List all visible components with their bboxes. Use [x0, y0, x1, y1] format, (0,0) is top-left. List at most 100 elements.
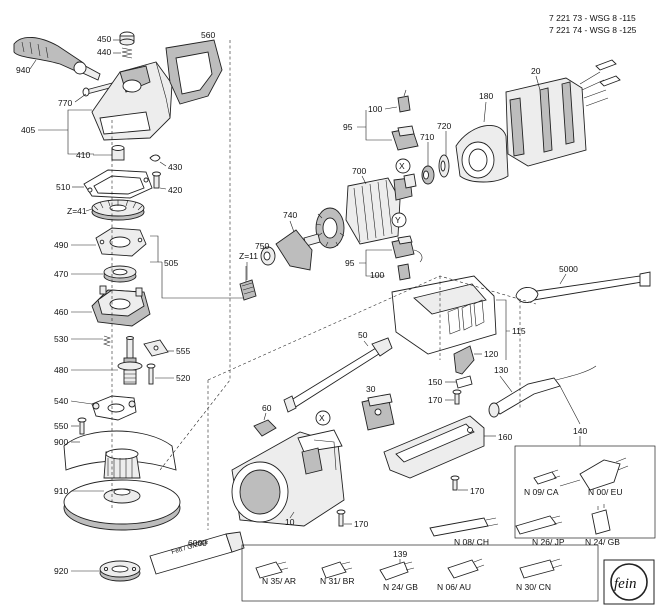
model-line-1: 7 221 73 - WSG 8 -115	[549, 13, 636, 23]
label-y-top: Y	[395, 215, 401, 225]
pin-420	[152, 171, 161, 189]
spring-530	[103, 335, 111, 347]
label-555: 555	[176, 346, 190, 356]
plug-gb-lower	[379, 561, 415, 581]
label-470: 470	[54, 269, 68, 279]
clamp-nut-920	[99, 560, 141, 582]
spanner-wrench-5000	[515, 271, 651, 303]
switch-lever-120	[453, 345, 475, 375]
fein-logo: fein	[603, 559, 655, 605]
label-490: 490	[54, 240, 68, 250]
label-420: 420	[168, 185, 182, 195]
label-6000: 6000	[188, 538, 207, 548]
label-410: 410	[76, 150, 90, 160]
screw-550	[77, 417, 87, 435]
label-505: 505	[164, 258, 178, 268]
plug-cn	[519, 558, 563, 579]
switch-30	[361, 393, 395, 431]
air-guide-180	[455, 125, 509, 183]
label-115: 115	[512, 326, 526, 336]
label-700: 700	[352, 166, 366, 176]
plug-ca	[533, 469, 561, 485]
plug-label-au: N 06/ AU	[437, 582, 471, 592]
label-z41: Z=41	[67, 206, 87, 216]
bearing-750	[260, 246, 276, 266]
gear-housing-405	[91, 61, 173, 141]
label-720: 720	[437, 121, 451, 131]
plug-jp	[515, 515, 563, 535]
screw-170-middle	[450, 475, 460, 491]
plug-label-ar: N 35/ AR	[262, 576, 296, 586]
brush-holder-95-lower	[391, 235, 423, 263]
x-marker-top	[395, 158, 411, 174]
label-160: 160	[498, 432, 512, 442]
label-750: 750	[255, 241, 269, 251]
label-10: 10	[285, 517, 295, 527]
plug-label-jp: N 26/ JP	[532, 537, 565, 547]
label-550: 550	[54, 421, 68, 431]
plug-label-br: N 31/ BR	[320, 576, 355, 586]
label-100-lower: 100	[370, 270, 384, 280]
label-30: 30	[366, 384, 376, 394]
label-170-top: 170	[428, 395, 442, 405]
screw-170-top	[452, 389, 462, 405]
y-marker-top	[391, 212, 407, 228]
pinion-z11	[239, 279, 257, 301]
bearing-410	[111, 145, 125, 161]
plug-box-upper	[514, 445, 656, 539]
spring-clip-150	[455, 375, 473, 389]
label-120: 120	[484, 349, 498, 359]
plug-label-gb-lower: N 24/ GB	[383, 582, 418, 592]
lock-button-450	[119, 31, 135, 46]
brush-holder-95-top	[391, 125, 419, 151]
label-150: 150	[428, 377, 442, 387]
label-710: 710	[420, 132, 434, 142]
label-20: 20	[531, 66, 541, 76]
spindle-lock-555	[143, 339, 169, 357]
clip-430	[149, 154, 161, 162]
clamping-lever-540	[91, 395, 137, 421]
label-510: 510	[56, 182, 70, 192]
motor-housing-10	[231, 429, 345, 527]
label-910: 910	[54, 486, 68, 496]
label-940: 940	[16, 65, 30, 75]
baffle-740	[275, 229, 313, 271]
plug-label-ch: N 08/ CH	[454, 537, 489, 547]
switch-button-60	[253, 419, 277, 437]
plug-eu	[559, 457, 629, 491]
wheel-guard-900	[63, 430, 177, 479]
ring-720	[438, 154, 450, 178]
ball-bearing-470	[103, 265, 137, 283]
label-430: 430	[168, 162, 182, 172]
bearing-flange-460	[91, 285, 151, 327]
switch-rod-50	[283, 337, 393, 413]
plug-gb-upper	[591, 504, 611, 535]
plug-label-cn: N 30/ CN	[516, 582, 551, 592]
grinding-disc-910	[63, 479, 181, 531]
label-520: 520	[176, 373, 190, 383]
label-170-bottom: 170	[354, 519, 368, 529]
label-95-lower: 95	[345, 258, 355, 268]
label-170-middle: 170	[470, 486, 484, 496]
label-450: 450	[97, 34, 111, 44]
label-60: 60	[262, 403, 272, 413]
label-440: 440	[97, 47, 111, 57]
plug-label-gb-upper: N 24/ GB	[585, 537, 620, 547]
label-x-top: X	[399, 161, 405, 171]
label-920: 920	[54, 566, 68, 576]
label-180: 180	[479, 91, 493, 101]
label-560: 560	[201, 30, 215, 40]
gasket-510	[83, 169, 153, 199]
plug-ar	[255, 561, 289, 579]
plug-label-ca: N 09/ CA	[524, 487, 559, 497]
label-405: 405	[21, 125, 35, 135]
label-530: 530	[54, 334, 68, 344]
label-740: 740	[283, 210, 297, 220]
plug-au	[447, 558, 485, 579]
bearing-710	[421, 165, 435, 185]
label-140: 140	[573, 426, 587, 436]
model-line-2: 7 221 74 - WSG 8 -125	[549, 25, 637, 35]
label-460: 460	[54, 307, 68, 317]
screw-520	[146, 363, 156, 385]
label-95-top: 95	[343, 122, 353, 132]
